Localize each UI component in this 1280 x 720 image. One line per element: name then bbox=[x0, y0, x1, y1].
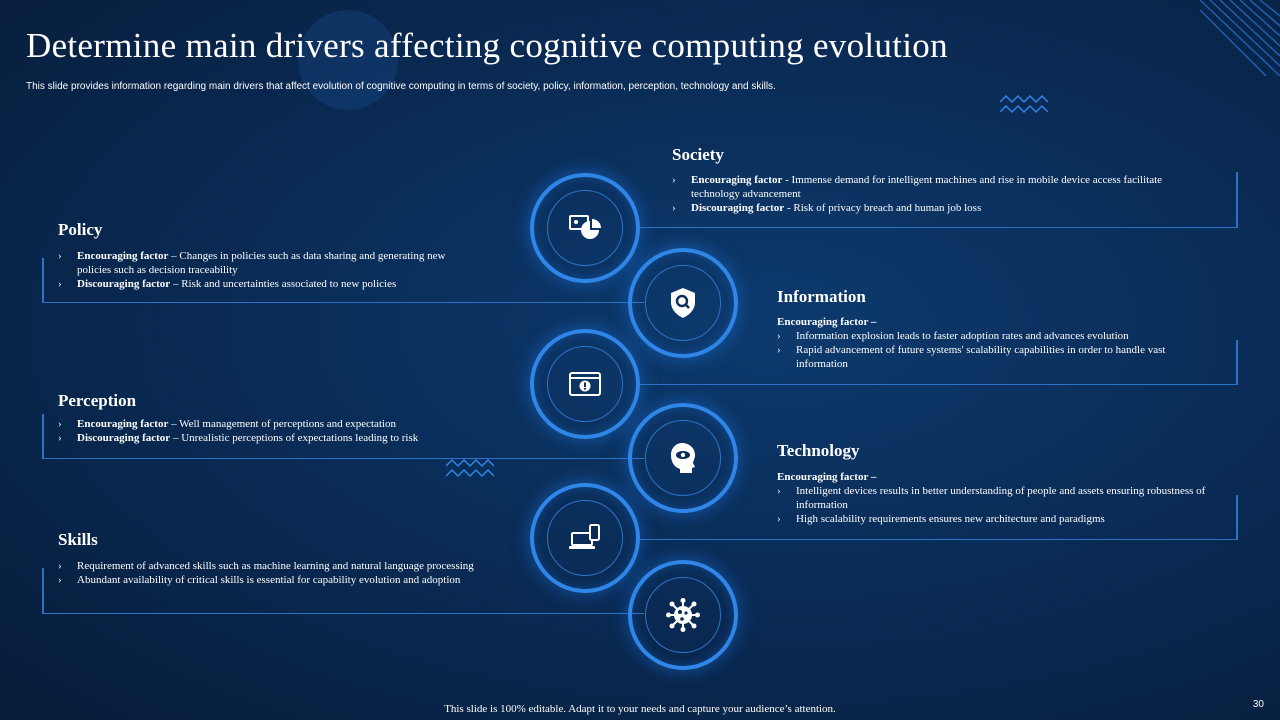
decorative-stripes bbox=[1200, 0, 1280, 76]
information-intro: Encouraging factor – bbox=[777, 316, 877, 328]
bottom-ring bbox=[628, 560, 738, 670]
society-item: Encouraging factor - Immense demand for … bbox=[672, 173, 1212, 201]
technology-item: Intelligent devices results in better un… bbox=[777, 484, 1207, 512]
society-title: Society bbox=[672, 145, 724, 164]
perception-title: Perception bbox=[58, 391, 137, 410]
decorative-circle bbox=[298, 10, 398, 110]
virus-network-icon bbox=[666, 598, 700, 632]
society-item: Discouraging factor - Risk of privacy br… bbox=[672, 201, 1212, 215]
information-item: Rapid advancement of future systems' sca… bbox=[777, 343, 1207, 371]
technology-item: High scalability requirements ensures ne… bbox=[777, 512, 1207, 526]
skills-item: Requirement of advanced skills such as m… bbox=[58, 559, 488, 573]
technology-intro: Encouraging factor – bbox=[777, 471, 877, 483]
policy-item: Encouraging factor – Changes in policies… bbox=[58, 249, 478, 277]
technology-title: Technology bbox=[777, 441, 860, 460]
brain-eye-icon bbox=[671, 443, 695, 473]
skills-ring bbox=[530, 483, 640, 593]
page-number: 30 bbox=[1252, 699, 1264, 710]
technology-ring bbox=[628, 403, 738, 513]
information-title: Information bbox=[777, 287, 866, 306]
society-ring bbox=[530, 173, 640, 283]
policy-box: Encouraging factor – Changes in policies… bbox=[42, 249, 644, 303]
perception-item: Discouraging factor – Unrealistic percep… bbox=[58, 431, 518, 445]
technology-box: Encouraging factor – Intelligent devices… bbox=[640, 471, 1238, 540]
page-title: Determine main drivers affecting cogniti… bbox=[26, 26, 948, 65]
society-box: Encouraging factor - Immense demand for … bbox=[640, 172, 1238, 228]
browser-alert-icon bbox=[569, 372, 601, 396]
decorative-zigzag bbox=[1000, 94, 1048, 114]
footer-note: This slide is 100% editable. Adapt it to… bbox=[444, 703, 836, 715]
laptop-phone-icon bbox=[569, 524, 600, 549]
policy-item: Discouraging factor – Risk and uncertain… bbox=[58, 277, 478, 291]
skills-title: Skills bbox=[58, 530, 98, 549]
presentation-chart-icon bbox=[569, 215, 601, 239]
page-subtitle: This slide provides information regardin… bbox=[26, 81, 776, 92]
skills-item: Abundant availability of critical skills… bbox=[58, 573, 488, 587]
information-item: Information explosion leads to faster ad… bbox=[777, 329, 1207, 343]
shield-search-icon bbox=[671, 288, 695, 318]
information-box: Encouraging factor – Information explosi… bbox=[640, 316, 1238, 385]
skills-box: Requirement of advanced skills such as m… bbox=[42, 559, 644, 614]
policy-title: Policy bbox=[58, 220, 103, 239]
perception-box: Encouraging factor – Well management of … bbox=[42, 414, 644, 459]
perception-item: Encouraging factor – Well management of … bbox=[58, 417, 518, 431]
decorative-zigzag bbox=[446, 458, 494, 478]
information-ring bbox=[628, 248, 738, 358]
perception-ring bbox=[530, 329, 640, 439]
